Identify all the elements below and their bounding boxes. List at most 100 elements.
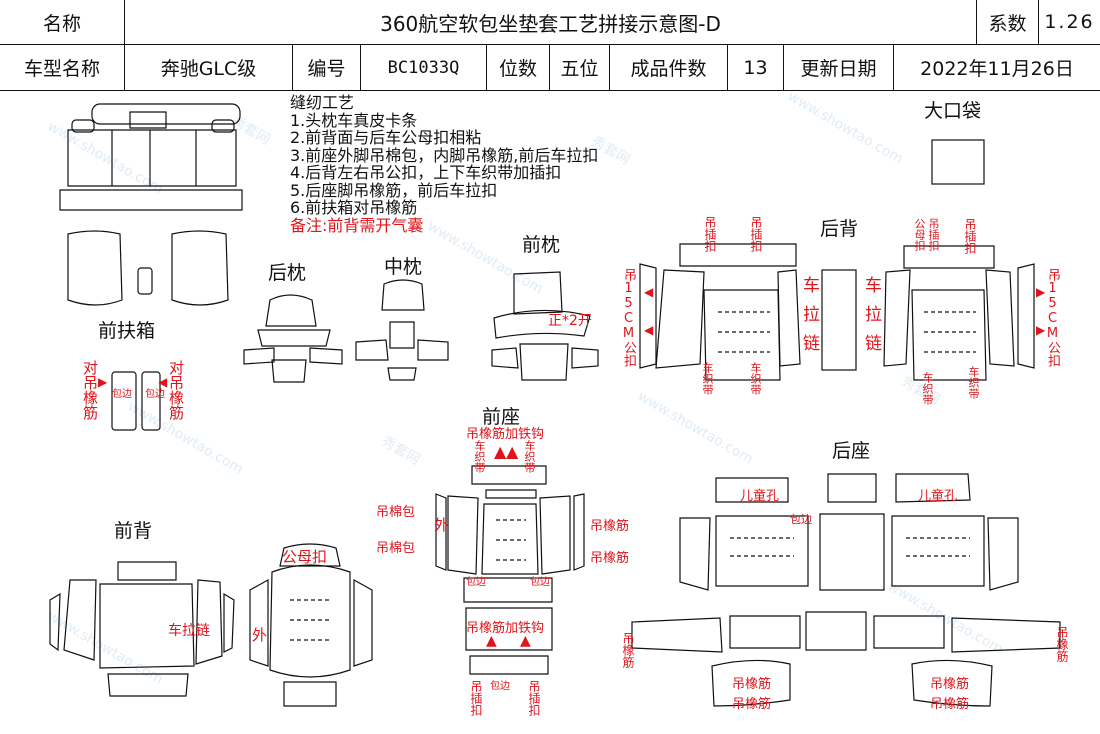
arrow-left-icon: ◀	[644, 285, 654, 299]
pieces-value: 13	[728, 45, 784, 90]
note-webbing: 车织带	[921, 372, 934, 405]
notes-item: 2.前背面与后车公母扣相粘	[290, 128, 482, 147]
arrow-up-icon: ▲	[486, 633, 497, 649]
note-binding: 包边	[145, 389, 165, 400]
note-front-seat-buckle: 吊插扣	[469, 680, 483, 716]
pieces-label: 成品件数	[610, 45, 728, 90]
note-rear-back-buckle: 吊插扣	[927, 218, 940, 251]
section-front-armrest: 前扶箱	[98, 320, 156, 342]
note-front-seat-webbing: 车织带	[523, 440, 536, 473]
rear-back-right-pieces	[883, 245, 1035, 381]
model-label: 车型名称	[0, 45, 125, 90]
note-rear-back-snap: 公母扣	[913, 218, 926, 251]
note-front-seat-elastic: 吊橡筋	[590, 519, 630, 534]
front-seats-thumbnail	[67, 230, 229, 306]
note-rear-back-buckle: 吊插扣	[749, 216, 763, 252]
section-rear-headrest: 后枕	[268, 262, 307, 284]
note-front-seat-outer: 外	[434, 516, 450, 534]
front-headrest-pieces	[491, 271, 599, 381]
note-front-seat-pad: 吊棉包	[376, 505, 416, 520]
big-pocket-piece	[931, 139, 985, 185]
notes-item: 5.后座脚吊橡筋，前后车拉扣	[290, 180, 498, 200]
front-seat-pieces	[435, 465, 585, 675]
note-front-seat-hook-top: 吊橡筋加铁钩	[466, 427, 545, 442]
coef-label: 系数	[977, 0, 1039, 44]
sheet-title: 360航空软包坐垫套工艺拼接示意图-D	[125, 0, 977, 44]
note-front-seat-binding: 包边	[490, 681, 510, 692]
header-row-2: 车型名称 奔驰GLC级 编号 BC1033Q 位数 五位 成品件数 13 更新日…	[0, 45, 1100, 91]
arrow-up-icon: ▲	[506, 442, 519, 461]
note-binding: 包边	[112, 389, 132, 400]
note-front-back-snap: 公母扣	[282, 548, 328, 566]
arrow-left-icon: ◀	[644, 323, 654, 337]
section-rear-back: 后背	[820, 218, 859, 240]
note-front-seat-webbing: 车织带	[473, 440, 486, 473]
date-value: 2022年11月26日	[920, 58, 1074, 80]
note-armrest-right: 对吊橡筋	[167, 360, 185, 420]
note-rear-back-buckle: 吊插扣	[963, 218, 977, 254]
rear-bench-thumbnail	[59, 103, 243, 211]
note-front-seat-binding: 包边	[466, 577, 486, 588]
date-label: 更新日期	[784, 45, 894, 90]
note-rear-seat-elastic-left: 吊橡筋	[621, 632, 635, 668]
seats-value: 五位	[550, 45, 610, 90]
note-webbing: 车织带	[701, 362, 714, 395]
notes-item: 3.前座外脚吊棉包，内脚吊橡筋,前后车拉扣	[290, 145, 599, 165]
note-zipper-right: 车拉链	[861, 276, 881, 363]
note-front-seat-binding: 包边	[530, 577, 550, 588]
name-label: 名称	[0, 0, 125, 44]
arrow-right-icon: ▶	[98, 375, 108, 389]
note-rear-seat-childhole: 儿童孔	[918, 489, 958, 504]
note-armrest-left: 对吊橡筋	[81, 360, 99, 420]
note-rear-seat-elastic: 吊橡筋	[732, 697, 772, 712]
note-front-seat-elastic: 吊橡筋	[590, 551, 630, 566]
rear-back-left-pieces	[639, 243, 801, 381]
arrow-left-icon: ◀	[158, 375, 168, 389]
arrow-up-icon: ▲	[520, 633, 531, 649]
coef-value: 1.26	[1044, 11, 1095, 33]
section-middle-headrest: 中枕	[384, 256, 423, 278]
note-front-back-zipper: 车拉链	[168, 623, 210, 639]
note-rear-seat-elastic-right: 吊橡筋	[1055, 626, 1069, 662]
note-webbing: 车织带	[967, 366, 980, 399]
code-value: BC1033Q	[361, 45, 487, 90]
note-rear-seat-elastic: 吊橡筋	[930, 697, 970, 712]
notes-item: 4.后背左右吊公扣，上下车织带加插扣	[290, 163, 562, 182]
arrow-up-icon: ▲	[494, 442, 507, 461]
middle-headrest-pieces	[355, 279, 449, 381]
arrow-right-icon: ▶	[1036, 323, 1046, 337]
front-armrest-pieces	[111, 371, 161, 431]
note-rear-seat-elastic: 吊橡筋	[732, 677, 772, 692]
note-zipper-left: 车拉链	[799, 276, 819, 363]
section-front-back: 前背	[114, 520, 153, 542]
note-rear-back-right-snap: 吊15CM公扣	[1045, 268, 1060, 367]
sewing-notes: 缝纫工艺 1.头枕车真皮卡条 2.前背面与后车公母扣相粘 3.前座外脚吊棉包，内…	[290, 94, 598, 234]
arrow-right-icon: ▶	[1036, 285, 1046, 299]
notes-title: 缝纫工艺	[290, 93, 355, 112]
note-front-seat-buckle: 吊插扣	[527, 680, 541, 716]
note-rear-seat-elastic: 吊橡筋	[930, 677, 970, 692]
zipper-strip-piece	[821, 269, 857, 371]
note-front-back-outer: 外	[252, 626, 268, 644]
notes-item: 6.前扶箱对吊橡筋	[290, 198, 418, 217]
note-rear-seat-binding: 包边	[790, 513, 812, 526]
note-front-seat-pad: 吊棉包	[376, 541, 416, 556]
notes-remark: 备注:前背需开气囊	[290, 215, 424, 235]
seats-label: 位数	[487, 45, 550, 90]
header-row-1: 名称 360航空软包坐垫套工艺拼接示意图-D 系数 1.26	[0, 0, 1100, 45]
section-big-pocket: 大口袋	[924, 100, 982, 122]
rear-headrest-pieces	[243, 294, 343, 383]
note-rear-back-left-snap: 吊15CM公扣	[621, 268, 636, 367]
note-front-seat-hook-bottom: 吊橡筋加铁钩	[466, 621, 545, 636]
front-back-center-pieces	[249, 543, 373, 707]
notes-item: 1.头枕车真皮卡条	[290, 110, 418, 130]
section-front-seat: 前座	[482, 406, 521, 428]
front-back-pieces	[49, 561, 235, 697]
note-webbing: 车织带	[749, 362, 762, 395]
note-rear-back-buckle: 吊插扣	[703, 216, 717, 252]
code-label: 编号	[293, 45, 361, 90]
rear-seat-pieces	[631, 473, 1061, 707]
note-front-headrest: 正*2开	[548, 313, 592, 329]
